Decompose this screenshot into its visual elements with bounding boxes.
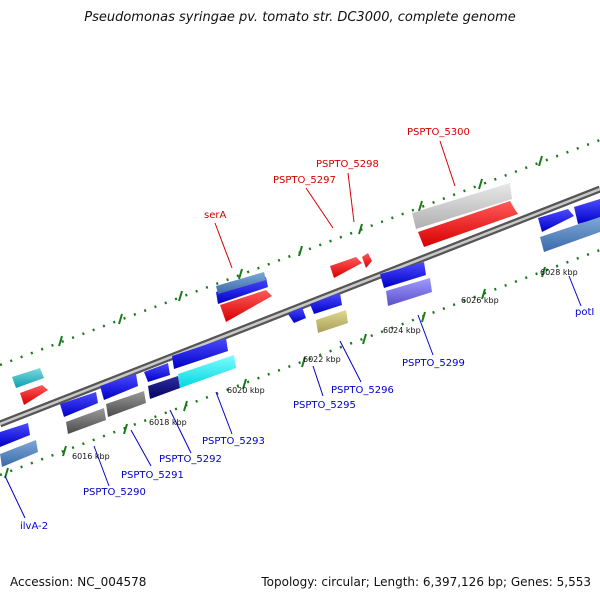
gene-pspto-5292-blue — [144, 363, 170, 382]
label-ilva-2: ilvA-2 — [20, 521, 48, 532]
major-ticks — [4, 155, 546, 479]
gene-pspto-5293 — [178, 355, 236, 388]
gene-sera-steel — [216, 272, 266, 294]
reverse-genes — [0, 217, 600, 467]
gene-pspto-5296 — [316, 310, 348, 333]
tick-label-6028: 6028 kbp — [540, 268, 578, 277]
tick-labels: 6016 kbp 6018 kbp 6020 kbp 6022 kbp 6024… — [72, 268, 578, 461]
label-pspto-5300: PSPTO_5300 — [407, 127, 470, 138]
gene-pspto-5291-blue — [100, 374, 138, 400]
gene-pspto-5296-blue — [310, 293, 342, 314]
bottom-leader-lines — [4, 275, 582, 519]
map-title: Pseudomonas syringae pv. tomato str. DC3… — [84, 10, 516, 25]
label-pspto-5292: PSPTO_5292 — [159, 454, 222, 465]
tick-label-6018: 6018 kbp — [149, 418, 187, 427]
gene-blue-left — [0, 423, 30, 447]
label-sera: serA — [204, 210, 226, 221]
label-pspto-5296: PSPTO_5296 — [331, 385, 394, 396]
gene-pspto-5290-blue — [60, 392, 98, 417]
gene-pspto-5291 — [106, 391, 146, 417]
gene-right-blue-1 — [538, 209, 574, 232]
label-pspto-5297: PSPTO_5297 — [273, 175, 336, 186]
topology-text: Topology: circular; Length: 6,397,126 bp… — [261, 575, 591, 589]
tick-label-6026: 6026 kbp — [461, 296, 499, 305]
gene-sera-blue — [216, 277, 268, 304]
label-poti: potI — [575, 307, 594, 318]
gene-sera — [220, 290, 272, 322]
gene-pspto-5292 — [148, 376, 180, 399]
tick-label-6020: 6020 kbp — [227, 386, 265, 395]
gene-pspto-5299 — [386, 278, 432, 306]
gene-pspto-5299-blue — [380, 262, 426, 288]
gene-right-blue-2 — [574, 199, 600, 224]
top-gene-labels: PSPTO_5300 PSPTO_5298 PSPTO_5297 serA — [204, 127, 470, 221]
lower-dotted-guide — [0, 248, 600, 477]
gene-pspto-5293-blue — [172, 338, 228, 369]
gene-pspto-5298 — [362, 253, 372, 268]
tick-label-6022: 6022 kbp — [303, 355, 341, 364]
label-pspto-5295: PSPTO_5295 — [293, 400, 356, 411]
label-pspto-5293: PSPTO_5293 — [202, 436, 265, 447]
gene-left-cyan — [12, 368, 44, 388]
bottom-gene-labels: PSPTO_5299 PSPTO_5296 PSPTO_5295 PSPTO_5… — [20, 307, 594, 532]
gene-steel-left — [0, 440, 38, 467]
label-pspto-5290: PSPTO_5290 — [83, 487, 146, 498]
top-leader-lines — [214, 140, 456, 269]
label-pspto-5298: PSPTO_5298 — [316, 159, 379, 170]
gene-left-red — [20, 385, 48, 405]
gene-pspto-5295 — [288, 307, 306, 323]
gene-pspto-5290 — [66, 408, 106, 434]
tick-label-6016: 6016 kbp — [72, 452, 110, 461]
chromosome-backbone — [0, 185, 600, 428]
gene-pspto-5300-grey — [412, 183, 512, 229]
tick-label-6024: 6024 kbp — [383, 326, 421, 335]
label-pspto-5291: PSPTO_5291 — [121, 470, 184, 481]
gene-pspto-5297 — [330, 257, 362, 278]
gene-pspto-5300 — [418, 201, 518, 247]
accession-text: Accession: NC_004578 — [10, 575, 147, 589]
forward-genes — [12, 183, 600, 405]
gene-poti — [540, 217, 600, 252]
label-pspto-5299: PSPTO_5299 — [402, 358, 465, 369]
